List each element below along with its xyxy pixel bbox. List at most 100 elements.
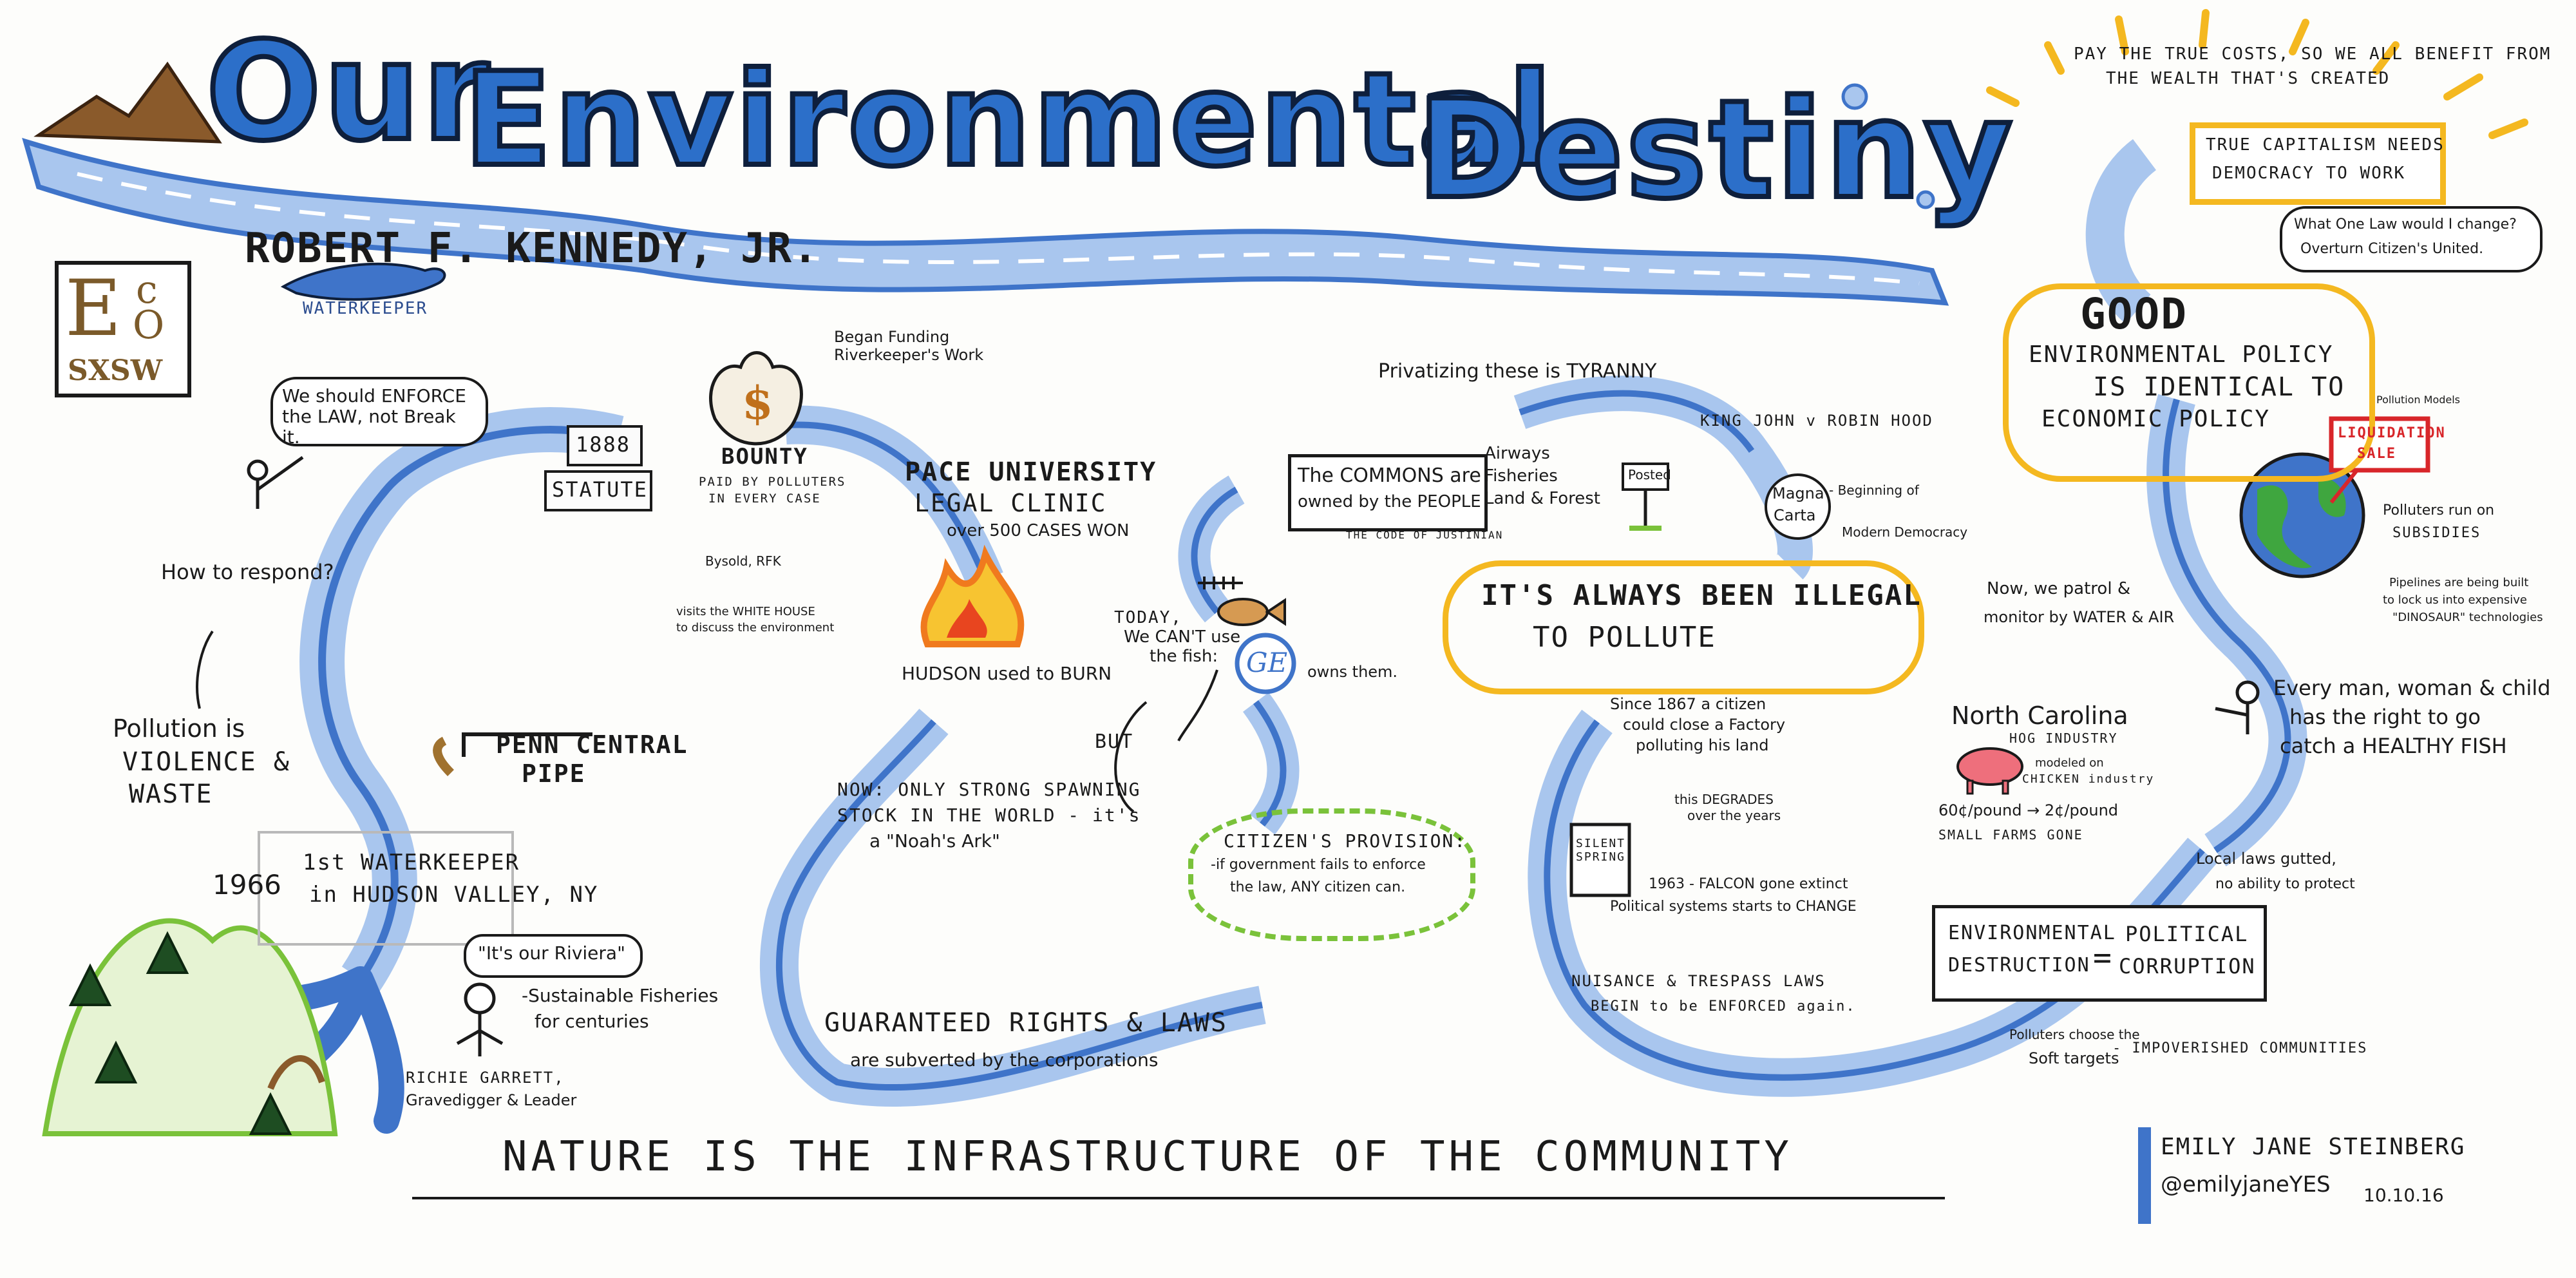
env-destruction-2: DESTRUCTION <box>1948 954 2090 977</box>
ge-logo-text: GE <box>1246 647 1288 678</box>
fish-icon <box>1217 598 1286 626</box>
citizen-1: CITIZEN'S PROVISION: <box>1224 830 1467 852</box>
year-1888: 1888 <box>576 432 631 457</box>
waterkeeper-label: WATERKEEPER <box>303 299 428 318</box>
pipelines-2: to lock us into expensive <box>2383 593 2527 607</box>
political-1: POLITICAL <box>2125 922 2249 946</box>
riviera-bubble: "It's our Riviera" <box>464 934 643 978</box>
hudson-burn: HUDSON used to BURN <box>902 663 1112 684</box>
richie-name: RICHIE GARRETT, <box>406 1069 565 1087</box>
eco-logo-c: c <box>136 267 158 312</box>
eco-logo-o: O <box>133 303 165 348</box>
one-law-2: Overturn Citizen's United. <box>2300 241 2484 257</box>
guaranteed-1: GUARANTEED RIGHTS & LAWS <box>824 1008 1227 1038</box>
airways-1: Airways <box>1484 444 1550 463</box>
since-2: could close a Factory <box>1623 716 1786 734</box>
nc-2: HOG INDUSTRY <box>2009 730 2118 746</box>
nc-3: modeled on <box>2035 756 2104 770</box>
today-1: TODAY, <box>1114 608 1182 627</box>
ge-owns: owns them. <box>1307 663 1398 681</box>
bysold-1: Bysold, RFK <box>705 553 781 569</box>
political-2: CORRUPTION <box>2119 954 2256 978</box>
began-funding: Began Funding Riverkeeper's Work <box>834 328 984 364</box>
equals-sign: = <box>2093 940 2113 976</box>
pipelines-1: Pipelines are being built <box>2389 576 2529 589</box>
bounty-sub-1: PAID BY POLLUTERS <box>699 475 846 489</box>
richie-role: Gravedigger & Leader <box>406 1091 577 1109</box>
first-waterkeeper-1: 1st WATERKEEPER <box>303 850 520 875</box>
nuisance-1: NUISANCE & TRESPASS LAWS <box>1571 972 1826 990</box>
nc-5: 60¢/pound → 2¢/pound <box>1938 801 2119 819</box>
every-1: Every man, woman & child <box>2273 676 2551 700</box>
liquidation-2: SALE <box>2357 446 2396 462</box>
title-word-our: Our <box>204 10 492 173</box>
first-waterkeeper-2: in HUDSON VALLEY, NY <box>309 882 599 908</box>
capitalism-box: TRUE CAPITALISM NEEDS DEMOCRACY TO WORK <box>2190 122 2446 205</box>
statute-label: STATUTE <box>552 477 648 502</box>
pace-1: PACE UNIVERSITY <box>905 457 1157 487</box>
every-2: has the right to go <box>2289 705 2481 729</box>
posted-label: Posted <box>1628 467 1671 482</box>
angler-figure <box>2215 680 2260 734</box>
liquidation-1: LIQUIDATION <box>2338 425 2446 441</box>
magna-1: Magna <box>1772 484 1824 502</box>
fisheries-2: for centuries <box>535 1011 649 1032</box>
bounty-label: BOUNTY <box>721 444 808 470</box>
soft-2: Soft targets <box>2029 1049 2119 1067</box>
magna-carta-bubble: Magna Carta <box>1765 473 1831 540</box>
now-3: a "Noah's Ark" <box>869 830 1000 852</box>
riviera-quote: "It's our Riviera" <box>478 942 625 964</box>
beginning-1: - Beginning of <box>1829 482 1919 498</box>
true-costs-2: THE WEALTH THAT'S CREATED <box>2106 69 2391 88</box>
penn-central-2: PIPE <box>522 759 586 788</box>
beginning-2: Modern Democracy <box>1842 524 1968 540</box>
env-destruction-1: ENVIRONMENTAL <box>1948 922 2116 944</box>
nc-4: CHICKEN industry <box>2022 772 2155 786</box>
bounty-sub-2: IN EVERY CASE <box>708 491 821 506</box>
pollution-line-2: VIOLENCE & <box>122 747 290 777</box>
citizens-provision-burst <box>1188 808 1475 941</box>
silent-spring-label: SILENT SPRING <box>1576 837 1626 864</box>
pace-2: LEGAL CLINIC <box>914 489 1107 517</box>
impoverished: - IMPOVERISHED COMMUNITIES <box>2112 1040 2368 1056</box>
bysold-3: to discuss the environment <box>676 621 835 634</box>
capitalism-1: TRUE CAPITALISM NEEDS <box>2206 135 2445 155</box>
waterkeeper-bracket <box>258 831 514 946</box>
good-1: GOOD <box>2080 289 2188 339</box>
fire-icon <box>920 544 1025 647</box>
year-1966: 1966 <box>213 869 281 901</box>
pollution-line-1: Pollution is <box>113 714 245 743</box>
fish-skeleton-icon <box>1198 577 1243 589</box>
nc-1: North Carolina <box>1951 701 2128 730</box>
today-2: We CAN'T use <box>1124 627 1241 647</box>
pace-3: over 500 CASES WON <box>947 521 1130 540</box>
true-costs-1: PAY THE TRUE COSTS, SO WE ALL BENEFIT FR… <box>2074 44 2552 64</box>
degrades-2: over the years <box>1687 808 1781 823</box>
pipelines-3: "DINOSAUR" technologies <box>2392 611 2543 624</box>
since-1: Since 1867 a citizen <box>1610 695 1766 713</box>
bysold-2: visits the WHITE HOUSE <box>676 605 815 618</box>
commons-1: The COMMONS are <box>1298 464 1481 487</box>
commons-2: owned by the PEOPLE <box>1298 492 1481 511</box>
posted-sign-icon <box>1622 463 1669 531</box>
local-2: no ability to protect <box>2215 876 2355 892</box>
enforce-text: We should ENFORCE the LAW, not Break it. <box>282 385 466 448</box>
soft-1: Polluters choose the <box>2009 1027 2140 1042</box>
title-word-environmental: Environmental <box>461 43 1555 198</box>
title-word-destiny: Destiny <box>1414 68 2015 231</box>
svg-text:$: $ <box>742 376 773 430</box>
one-law-1: What One Law would I change? <box>2294 216 2517 233</box>
now-2: STOCK IN THE WORLD - it's <box>837 805 1141 826</box>
local-1: Local laws gutted, <box>2196 850 2336 868</box>
king-john: KING JOHN v ROBIN HOOD <box>1700 412 1933 430</box>
pollution-models: Pollution Models <box>2376 394 2461 406</box>
good-2: ENVIRONMENTAL POLICY <box>2029 341 2334 368</box>
money-bag-icon: $ <box>709 351 803 446</box>
artist-date: 10.10.16 <box>2363 1185 2444 1206</box>
eco-sxsw-logo: E c O SXSW <box>55 261 191 397</box>
patrol-2: monitor by WATER & AIR <box>1984 608 2175 626</box>
airways-3: Land & Forest <box>1484 489 1600 508</box>
pollution-line-3: WASTE <box>129 779 213 809</box>
illegal-1: IT'S ALWAYS BEEN ILLEGAL <box>1481 579 1922 612</box>
pig-icon <box>1956 747 2023 795</box>
